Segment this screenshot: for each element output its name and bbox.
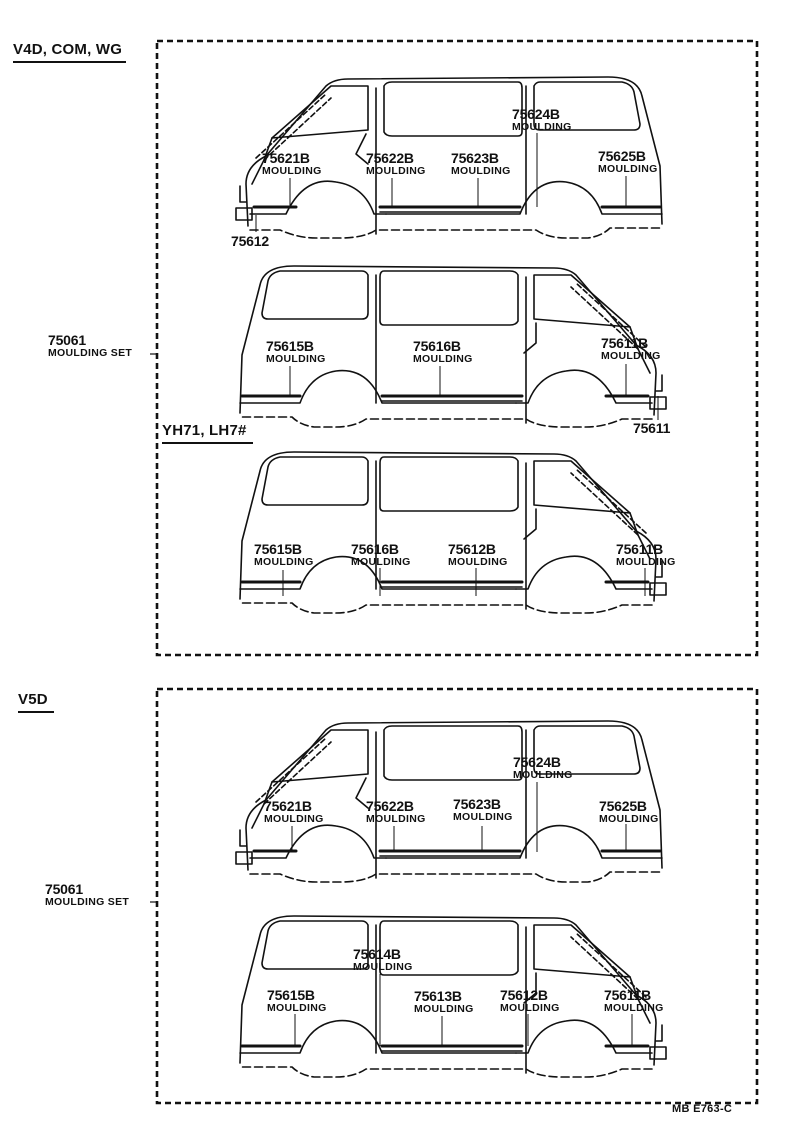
moulding-label: MOULDING [351,556,411,568]
part-75622B: 75622B [366,150,414,166]
moulding-label: MOULDING [264,813,324,825]
part-75611B: 75611B [604,987,652,1003]
part-75616B: 75616B [351,541,399,557]
moulding-label: MOULDING [513,769,573,781]
moulding-set-label: MOULDING SET [48,347,133,359]
moulding-label: MOULDING [413,353,473,365]
part-75623B: 75623B [451,150,499,166]
moulding-label: MOULDING [262,165,322,177]
van-illustration-3 [238,450,668,615]
moulding-label: MOULDING [604,1002,664,1014]
part-75613B: 75613B [414,988,462,1004]
drawing-code: MB E763-C [672,1103,733,1115]
part-75623B: 75623B [453,796,501,812]
part-75615B: 75615B [266,338,314,354]
part-75612B: 75612B [500,987,548,1003]
part-75624B: 75624B [513,754,561,770]
moulding-set-number: 75061 [45,881,83,897]
leader-lines [255,133,659,1046]
moulding-label: MOULDING [254,556,314,568]
part-75612: 75612 [231,233,269,249]
moulding-label: MOULDING [601,350,661,362]
part-75615B: 75615B [267,987,315,1003]
part-75621B: 75621B [264,798,312,814]
moulding-label: MOULDING [500,1002,560,1014]
moulding-set-label: MOULDING SET [45,896,130,908]
part-75625B: 75625B [599,798,647,814]
part-75615B: 75615B [254,541,302,557]
part-75614B: 75614B [353,946,401,962]
moulding-label: MOULDING [512,121,572,133]
part-75624B: 75624B [512,106,560,122]
moulding-label: MOULDING [598,163,658,175]
moulding-label: MOULDING [353,961,413,973]
moulding-label: MOULDING [366,165,426,177]
moulding-label: MOULDING [266,353,326,365]
section-header-v5d: V5D [18,692,54,713]
moulding-label: MOULDING [267,1002,327,1014]
section-header-yh71: YH71, LH7# [162,423,253,444]
moulding-label: MOULDING [414,1003,474,1015]
part-75622B: 75622B [366,798,414,814]
moulding-label: MOULDING [453,811,513,823]
part-75616B: 75616B [413,338,461,354]
moulding-set-number: 75061 [48,332,86,348]
part-75625B: 75625B [598,148,646,164]
box-v5d [155,687,759,1105]
moulding-label: MOULDING [366,813,426,825]
moulding-label: MOULDING [448,556,508,568]
part-75611B: 75611B [601,335,649,351]
moulding-label: MOULDING [451,165,511,177]
section-header-v4d: V4D, COM, WG [13,42,127,63]
moulding-label: MOULDING [616,556,676,568]
part-75611B: 75611B [616,541,664,557]
part-75612B: 75612B [448,541,496,557]
part-75621B: 75621B [262,150,310,166]
moulding-label: MOULDING [599,813,659,825]
box-v4d [155,39,759,657]
part-75611: 75611 [633,420,671,436]
